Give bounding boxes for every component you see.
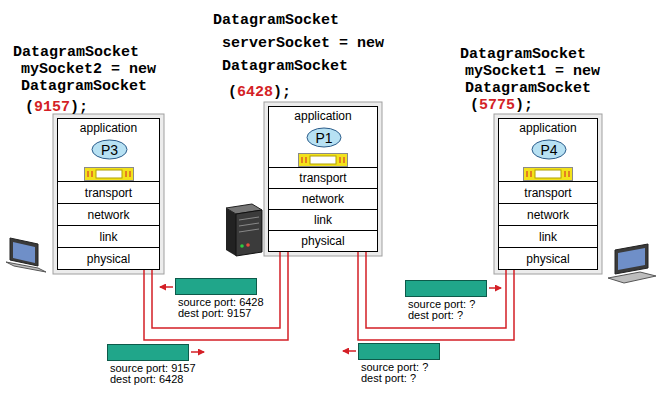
packet: source port: 9157dest port: 6428	[107, 344, 199, 385]
protocol-layer: network	[268, 188, 378, 210]
laptop-icon	[608, 244, 656, 283]
application-layer: applicationP4	[498, 118, 598, 182]
application-layer: applicationP3	[57, 118, 160, 182]
message-path	[358, 189, 514, 340]
packet-box	[358, 343, 440, 360]
packet-header-text: dest port: 9157	[178, 308, 267, 319]
port-number: 6428	[237, 84, 273, 101]
protocol-layer: physical	[498, 247, 598, 270]
host-frame	[494, 114, 602, 274]
layer-name: network	[302, 192, 344, 206]
layer-name: application	[80, 121, 137, 135]
process-ellipse: P3	[91, 139, 128, 160]
socket-symbol	[84, 167, 134, 181]
code-text: DatagramSocket	[465, 80, 591, 97]
layer-name: application	[519, 121, 576, 135]
protocol-layer: link	[498, 225, 598, 248]
packet: source port: 6428dest port: 9157	[175, 278, 267, 319]
socket-symbol	[523, 167, 573, 181]
layer-name: transport	[524, 186, 571, 200]
code-text: DatagramSocket	[21, 78, 147, 95]
code-text: DatagramSocket	[460, 46, 586, 63]
protocol-layer: physical	[268, 230, 378, 252]
packet-header-text: source port: ?	[408, 299, 487, 310]
code-text: );	[273, 84, 291, 101]
code-text: (	[25, 99, 34, 116]
packet-header-text: dest port: ?	[361, 373, 440, 384]
packet-header-text: source port: ?	[361, 362, 440, 373]
direction-arrow	[160, 286, 173, 288]
process-name: P4	[540, 142, 557, 158]
packet-header-text: dest port: 6428	[110, 374, 199, 385]
packet-header-text: source port: 9157	[110, 363, 199, 374]
protocol-layer: transport	[498, 181, 598, 204]
protocol-layer: link	[268, 209, 378, 231]
packet-box	[107, 344, 189, 361]
code-text: mySocket1 = new	[465, 63, 600, 80]
port-number: 9157	[34, 99, 70, 116]
code-text: (	[228, 84, 237, 101]
port-number: 5775	[479, 97, 515, 114]
layer-name: physical	[301, 234, 344, 248]
server-icon	[226, 204, 262, 256]
socket-symbol	[298, 153, 348, 167]
code-text: );	[515, 97, 533, 114]
process-name: P1	[315, 130, 332, 146]
protocol-layer: network	[57, 203, 160, 226]
protocol-layer: network	[498, 203, 598, 226]
process-ellipse: P1	[306, 127, 342, 148]
packet-box	[175, 278, 257, 295]
packet: source port: ?dest port: ?	[405, 280, 487, 321]
layer-name: application	[294, 109, 351, 123]
host-frame	[264, 102, 382, 256]
protocol-layer: transport	[57, 181, 160, 204]
protocol-layer: transport	[268, 167, 378, 189]
code-text: mySocket2 = new	[21, 61, 156, 78]
direction-arrow	[191, 351, 204, 353]
code-text: DatagramSocket	[222, 58, 348, 75]
application-layer: applicationP1	[268, 106, 378, 168]
host-frame	[53, 114, 164, 274]
layer-name: link	[539, 230, 557, 244]
direction-arrow	[343, 350, 356, 352]
layer-name: link	[99, 230, 117, 244]
code-text: (	[470, 97, 479, 114]
layer-name: link	[314, 213, 332, 227]
layer-name: transport	[299, 171, 346, 185]
message-path	[366, 189, 506, 328]
layer-name: transport	[85, 186, 132, 200]
code-text: DatagramSocket	[213, 12, 339, 29]
code-text: );	[70, 99, 88, 116]
code-text: serverSocket = new	[222, 35, 384, 52]
packet-box	[405, 280, 487, 297]
process-ellipse: P4	[531, 139, 567, 160]
direction-arrow	[489, 287, 501, 289]
layer-name: physical	[526, 252, 569, 266]
layer-name: network	[527, 208, 569, 222]
protocol-layer: physical	[57, 247, 160, 270]
packet-header-text: source port: 6428	[178, 297, 267, 308]
packet-header-text: dest port: ?	[408, 310, 487, 321]
protocol-layer: link	[57, 225, 160, 248]
packet: source port: ?dest port: ?	[358, 343, 440, 384]
layer-name: network	[87, 208, 129, 222]
layer-name: physical	[87, 252, 130, 266]
code-text: DatagramSocket	[13, 44, 139, 61]
laptop-icon	[6, 238, 46, 272]
process-name: P3	[101, 142, 118, 158]
message-path	[144, 189, 288, 340]
message-path	[152, 189, 280, 328]
